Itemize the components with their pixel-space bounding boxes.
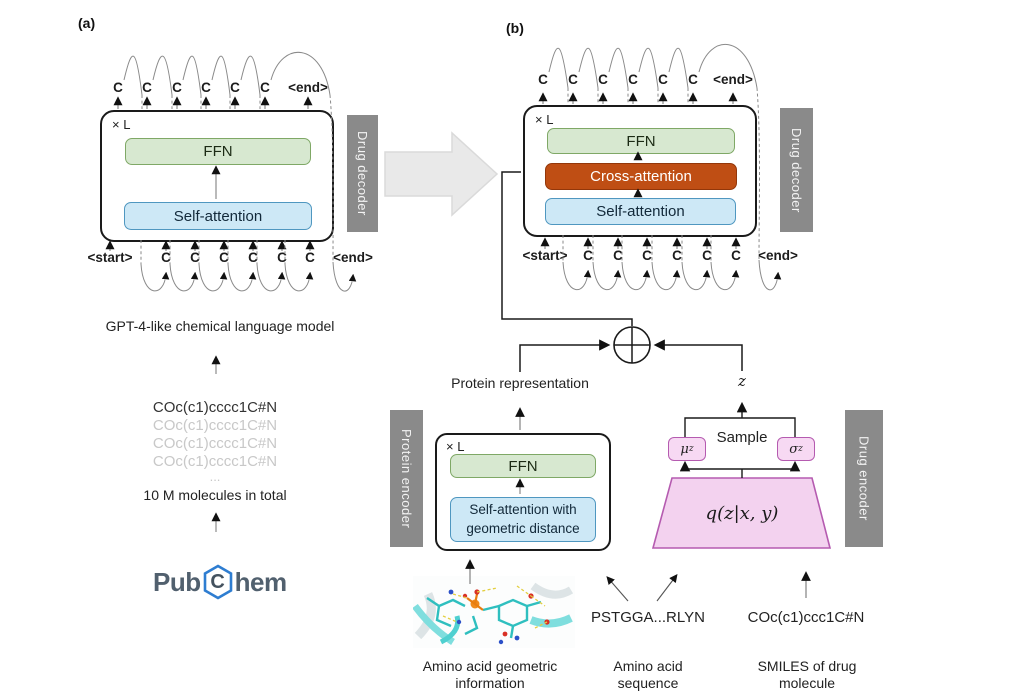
output-token: C bbox=[172, 80, 182, 95]
drug-decoder-block-a: × L FFN Self-attention bbox=[100, 110, 334, 242]
drug-encoder-bar: Drug encoder bbox=[845, 410, 883, 547]
input-token: <start> bbox=[87, 250, 133, 265]
sequence-label-line2: sequence bbox=[617, 675, 679, 691]
input-token: C bbox=[277, 250, 287, 265]
sigma-symbol: σ bbox=[789, 441, 799, 457]
self-attention-box: Self-attention bbox=[545, 198, 736, 225]
mu-symbol: μ bbox=[680, 441, 689, 457]
output-token: C bbox=[142, 80, 152, 95]
panel-a-label: (a) bbox=[78, 15, 96, 31]
protein-representation-label: Protein representation bbox=[451, 375, 589, 391]
smiles-line-faded: COc(c1)cccc1C#N bbox=[152, 417, 278, 434]
sequence-text: PSTGGA...RLYN bbox=[591, 609, 705, 626]
layers-label: × L bbox=[535, 112, 554, 127]
pubchem-logo-hem: hem bbox=[234, 566, 287, 597]
output-token: C bbox=[230, 80, 240, 95]
smiles-line-faded: COc(c1)cccc1C#N bbox=[152, 435, 278, 452]
ffn-box: FFN bbox=[547, 128, 735, 154]
pubchem-logo: Pub C hem bbox=[153, 564, 287, 600]
output-token: C bbox=[628, 72, 638, 87]
panel-a-output-arrows bbox=[113, 96, 313, 109]
input-token: C bbox=[219, 250, 229, 265]
smiles-label-line2: molecule bbox=[778, 675, 836, 691]
input-token: C bbox=[305, 250, 315, 265]
input-token: C bbox=[161, 250, 171, 265]
output-token: <end> bbox=[288, 80, 328, 95]
latent-z-label: z bbox=[738, 372, 746, 390]
output-token: C bbox=[538, 72, 548, 87]
geometric-self-attention-box: Self-attention with geometric distance bbox=[450, 497, 596, 542]
smiles-line: COc(c1)cccc1C#N bbox=[152, 399, 278, 416]
input-token: C bbox=[672, 248, 682, 263]
input-token: <end> bbox=[758, 248, 798, 263]
model-caption: GPT-4-like chemical language model bbox=[105, 318, 335, 334]
ffn-box: FFN bbox=[125, 138, 311, 165]
input-token: C bbox=[190, 250, 200, 265]
smiles-label-line1: SMILES of drug bbox=[757, 658, 857, 674]
panel-b-label: (b) bbox=[506, 20, 524, 36]
geometric-self-attention-line1: Self-attention with bbox=[469, 502, 577, 518]
dataset-caption: 10 M molecules in total bbox=[143, 487, 287, 503]
input-token: C bbox=[642, 248, 652, 263]
smiles-input-text: COc(c1)ccc1C#N bbox=[747, 609, 865, 626]
output-token: C bbox=[201, 80, 211, 95]
sequence-label-line1: Amino acid bbox=[613, 658, 683, 674]
pubchem-logo-pub: Pub bbox=[153, 566, 201, 597]
input-token: C bbox=[248, 250, 258, 265]
panel-b-bottom-arcs bbox=[562, 259, 782, 291]
sum-icon bbox=[613, 326, 651, 364]
vae-q-label: q(z|x, y) bbox=[705, 503, 779, 524]
output-token: C bbox=[688, 72, 698, 87]
output-token: C bbox=[598, 72, 608, 87]
protein-structure-image bbox=[413, 576, 575, 648]
output-token: C bbox=[568, 72, 578, 87]
protein-encoder-bar: Protein encoder bbox=[390, 410, 423, 547]
input-token: C bbox=[731, 248, 741, 263]
mu-subscript: z bbox=[688, 444, 694, 454]
pubchem-logo-c: C bbox=[210, 570, 225, 593]
sigma-subscript: z bbox=[798, 444, 803, 454]
drug-decoder-bar-b: Drug decoder bbox=[780, 108, 813, 232]
geometric-label-line2: information bbox=[455, 675, 525, 691]
panel-a-bottom-arcs bbox=[140, 261, 357, 292]
protein-encoder-block: × L FFN Self-attention with geometric di… bbox=[435, 433, 611, 551]
cross-attention-box: Cross-attention bbox=[545, 163, 737, 190]
layers-label: × L bbox=[446, 439, 465, 454]
pubchem-hexagon-icon: C bbox=[202, 564, 234, 600]
self-attention-box: Self-attention bbox=[124, 202, 312, 230]
sample-label: Sample bbox=[716, 429, 768, 446]
output-token: C bbox=[260, 80, 270, 95]
geometric-self-attention-line2: geometric distance bbox=[466, 520, 580, 536]
panel-b-output-arrows bbox=[538, 92, 738, 104]
geometric-label-line1: Amino acid geometric bbox=[422, 658, 558, 674]
input-token: C bbox=[702, 248, 712, 263]
input-token: <end> bbox=[333, 250, 373, 265]
transfer-arrow-icon bbox=[384, 131, 499, 217]
layers-label: × L bbox=[112, 117, 131, 132]
drug-decoder-bar-a: Drug decoder bbox=[347, 115, 378, 232]
smiles-line-faded: COc(c1)cccc1C#N bbox=[152, 453, 278, 470]
vae-trapezoid bbox=[651, 477, 832, 549]
output-token: C bbox=[658, 72, 668, 87]
ellipsis: ... bbox=[209, 469, 221, 484]
ffn-box: FFN bbox=[450, 454, 596, 478]
output-token: <end> bbox=[713, 72, 753, 87]
output-token: C bbox=[113, 80, 123, 95]
sequence-arrows bbox=[606, 574, 678, 602]
drug-decoder-block-b: × L FFN Cross-attention Self-attention bbox=[523, 105, 757, 237]
